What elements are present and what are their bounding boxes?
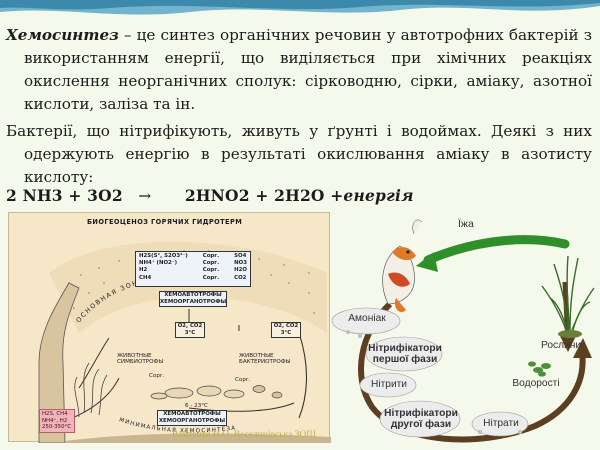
fish-icon: [382, 219, 423, 313]
chemotrophs-box-bottom: ХЕМОАВТОТРОФЫ ХЕМООРГАНОТРОФЫ: [157, 410, 227, 426]
sym-left-line2: СИМБИОТРОФЫ: [117, 359, 164, 365]
chemotrophs-bottom-line1: ХЕМОАВТОТРОФЫ: [163, 411, 221, 417]
chemotrophs-box-top: ХЕМОАВТОТРОФЫ ХЕМООРГАНОТРОФЫ: [159, 291, 227, 307]
equation-products: 2HNO2 + 2H2O +: [184, 186, 344, 205]
hydrotherm-diagram-drawing: ОСНОВНАЯ ЗОНА ХЕМОСИНТЕЗА МИНИМАЛЬНАЯ ХЕ…: [38, 241, 331, 443]
o2-left-line2: 3°C: [184, 330, 196, 337]
product-3: H2O: [234, 267, 247, 274]
food-arrowhead: [416, 252, 438, 272]
nitrates-label: Нітрати: [483, 418, 519, 429]
vent-gases-box: H2S, CH4 NH4⁺, H2 250-350°C: [39, 409, 75, 433]
o2-left-line1: O2, CO2: [177, 323, 203, 329]
nitrifiers1-line1: Нітрифікатори: [368, 343, 442, 354]
definition-paragraph: Хемосинтез – це синтез органічних речови…: [6, 24, 592, 116]
nitrogen-cycle-diagram: Їжа Амоніак Нітрифікатори першої фази Ні…: [330, 212, 600, 450]
reactant-4: CH4: [139, 274, 152, 281]
sym-right-line2: БАКТЕРИОТРОФЫ: [239, 359, 291, 365]
nitrifiers2-line1: Нітрифікатори: [384, 408, 458, 419]
ammonia-label: Амоніак: [348, 313, 386, 324]
nitrifiers1-line2: першої фази: [372, 354, 438, 365]
o2-box-left: O2, CO2 3°C: [175, 322, 205, 338]
plants-label: Рослини: [540, 340, 582, 351]
pink-line2: NH4⁺, H2: [42, 417, 68, 424]
diagram-title: БИОГЕОЦЕНОЗ ГОРЯЧИХ ГИДРОТЕРМ: [87, 218, 243, 226]
bacteria-paragraph: Бактерії, що нітрифікують, живуть у ґрун…: [6, 122, 592, 186]
sym-left-line1: ЖИВОТНЫЕ: [117, 353, 152, 359]
plant-icon: [541, 255, 595, 331]
nitrifiers2-label: Нітрифікатори другої фази: [380, 408, 462, 430]
ammonia-cloud: [331, 307, 401, 335]
slide-text: Хемосинтез – це синтез органічних речови…: [6, 24, 592, 189]
equation-arrow: →: [138, 187, 152, 205]
algae-label: Водорості: [512, 378, 560, 389]
c-org-4: Сорг.: [202, 274, 220, 281]
nitrifiers2-line2: другої фази: [390, 419, 452, 430]
c-org-3: Сорг.: [202, 267, 220, 274]
nitrogen-cycle-drawing: [331, 219, 595, 443]
sym-right-line1: ЖИВОТНЫЕ: [239, 353, 274, 359]
reactant-3: H2: [139, 267, 148, 274]
equation-energy: енергія: [343, 186, 414, 205]
o2-right-line2: 3°C: [280, 330, 292, 337]
product-1: SO4: [234, 253, 247, 259]
nitrates-cloud: [471, 411, 529, 437]
bacteriotrophs-label: ЖИВОТНЫЕ БАКТЕРИОТРОФЫ: [239, 353, 291, 365]
o2-right-line1: O2, CO2: [273, 323, 299, 329]
reactions-box: H2S(S°, S2O3²⁻) NH4⁺ (NO2⁻) H2 CH4 Сорг.…: [135, 251, 251, 287]
author-footer: Войтенко Н.О. Веселинівська ЗОШ: [172, 430, 316, 440]
c-org-left: Сорг.: [149, 373, 165, 379]
reactant-1: H2S(S°, S2O3²⁻): [139, 253, 188, 259]
nitrifiers1-label: Нітрифікатори першої фази: [366, 343, 444, 365]
reactant-2: NH4⁺ (NO2⁻): [139, 260, 178, 267]
equation-reactants: 2 NH3 + 3O2: [6, 186, 123, 205]
definition-text: – це синтез органічних речовин у автотро…: [24, 26, 592, 113]
chemotrophs-top-line1: ХЕМОАВТОТРОФЫ: [164, 292, 222, 298]
pink-line3: 250-350°C: [42, 424, 71, 431]
chemotrophs-top-line2: ХЕМООРГАНОТРОФЫ: [160, 299, 227, 306]
algae-icon: [528, 361, 551, 377]
term-chemosynthesis: Хемосинтез: [6, 26, 119, 44]
food-label: Їжа: [458, 218, 474, 230]
chemotrophs-bottom-line2: ХЕМООРГАНОТРОФЫ: [158, 418, 226, 425]
hydrotherm-biogeocenosis-diagram: ОСНОВНАЯ ЗОНА ХЕМОСИНТЕЗА МИНИМАЛЬНАЯ ХЕ…: [8, 212, 331, 443]
symbiotrophs-label: ЖИВОТНЫЕ СИМБИОТРОФЫ: [117, 353, 163, 365]
product-2: NO3: [234, 260, 247, 267]
o2-box-right: O2, CO2 3°C: [271, 322, 301, 338]
c-org-1: Сорг.: [202, 253, 220, 259]
nitrites-label: Нітрити: [371, 379, 407, 390]
nitrites-cloud: [359, 372, 417, 398]
reaction-equation: 2 NH3 + 3O2 → 2HNO2 + 2H2O +енергія: [6, 186, 414, 205]
top-wave-decoration: [0, 0, 600, 15]
c-org-right: Сорг.: [235, 377, 251, 383]
pink-line1: H2S, CH4: [42, 411, 68, 417]
product-4: CO2: [234, 274, 247, 281]
nitrifiers1-cloud: [365, 336, 443, 372]
temp-label: 6 - 23°C: [185, 403, 208, 409]
c-org-2: Сорг.: [202, 260, 220, 267]
nitrifiers2-cloud: [379, 400, 461, 438]
